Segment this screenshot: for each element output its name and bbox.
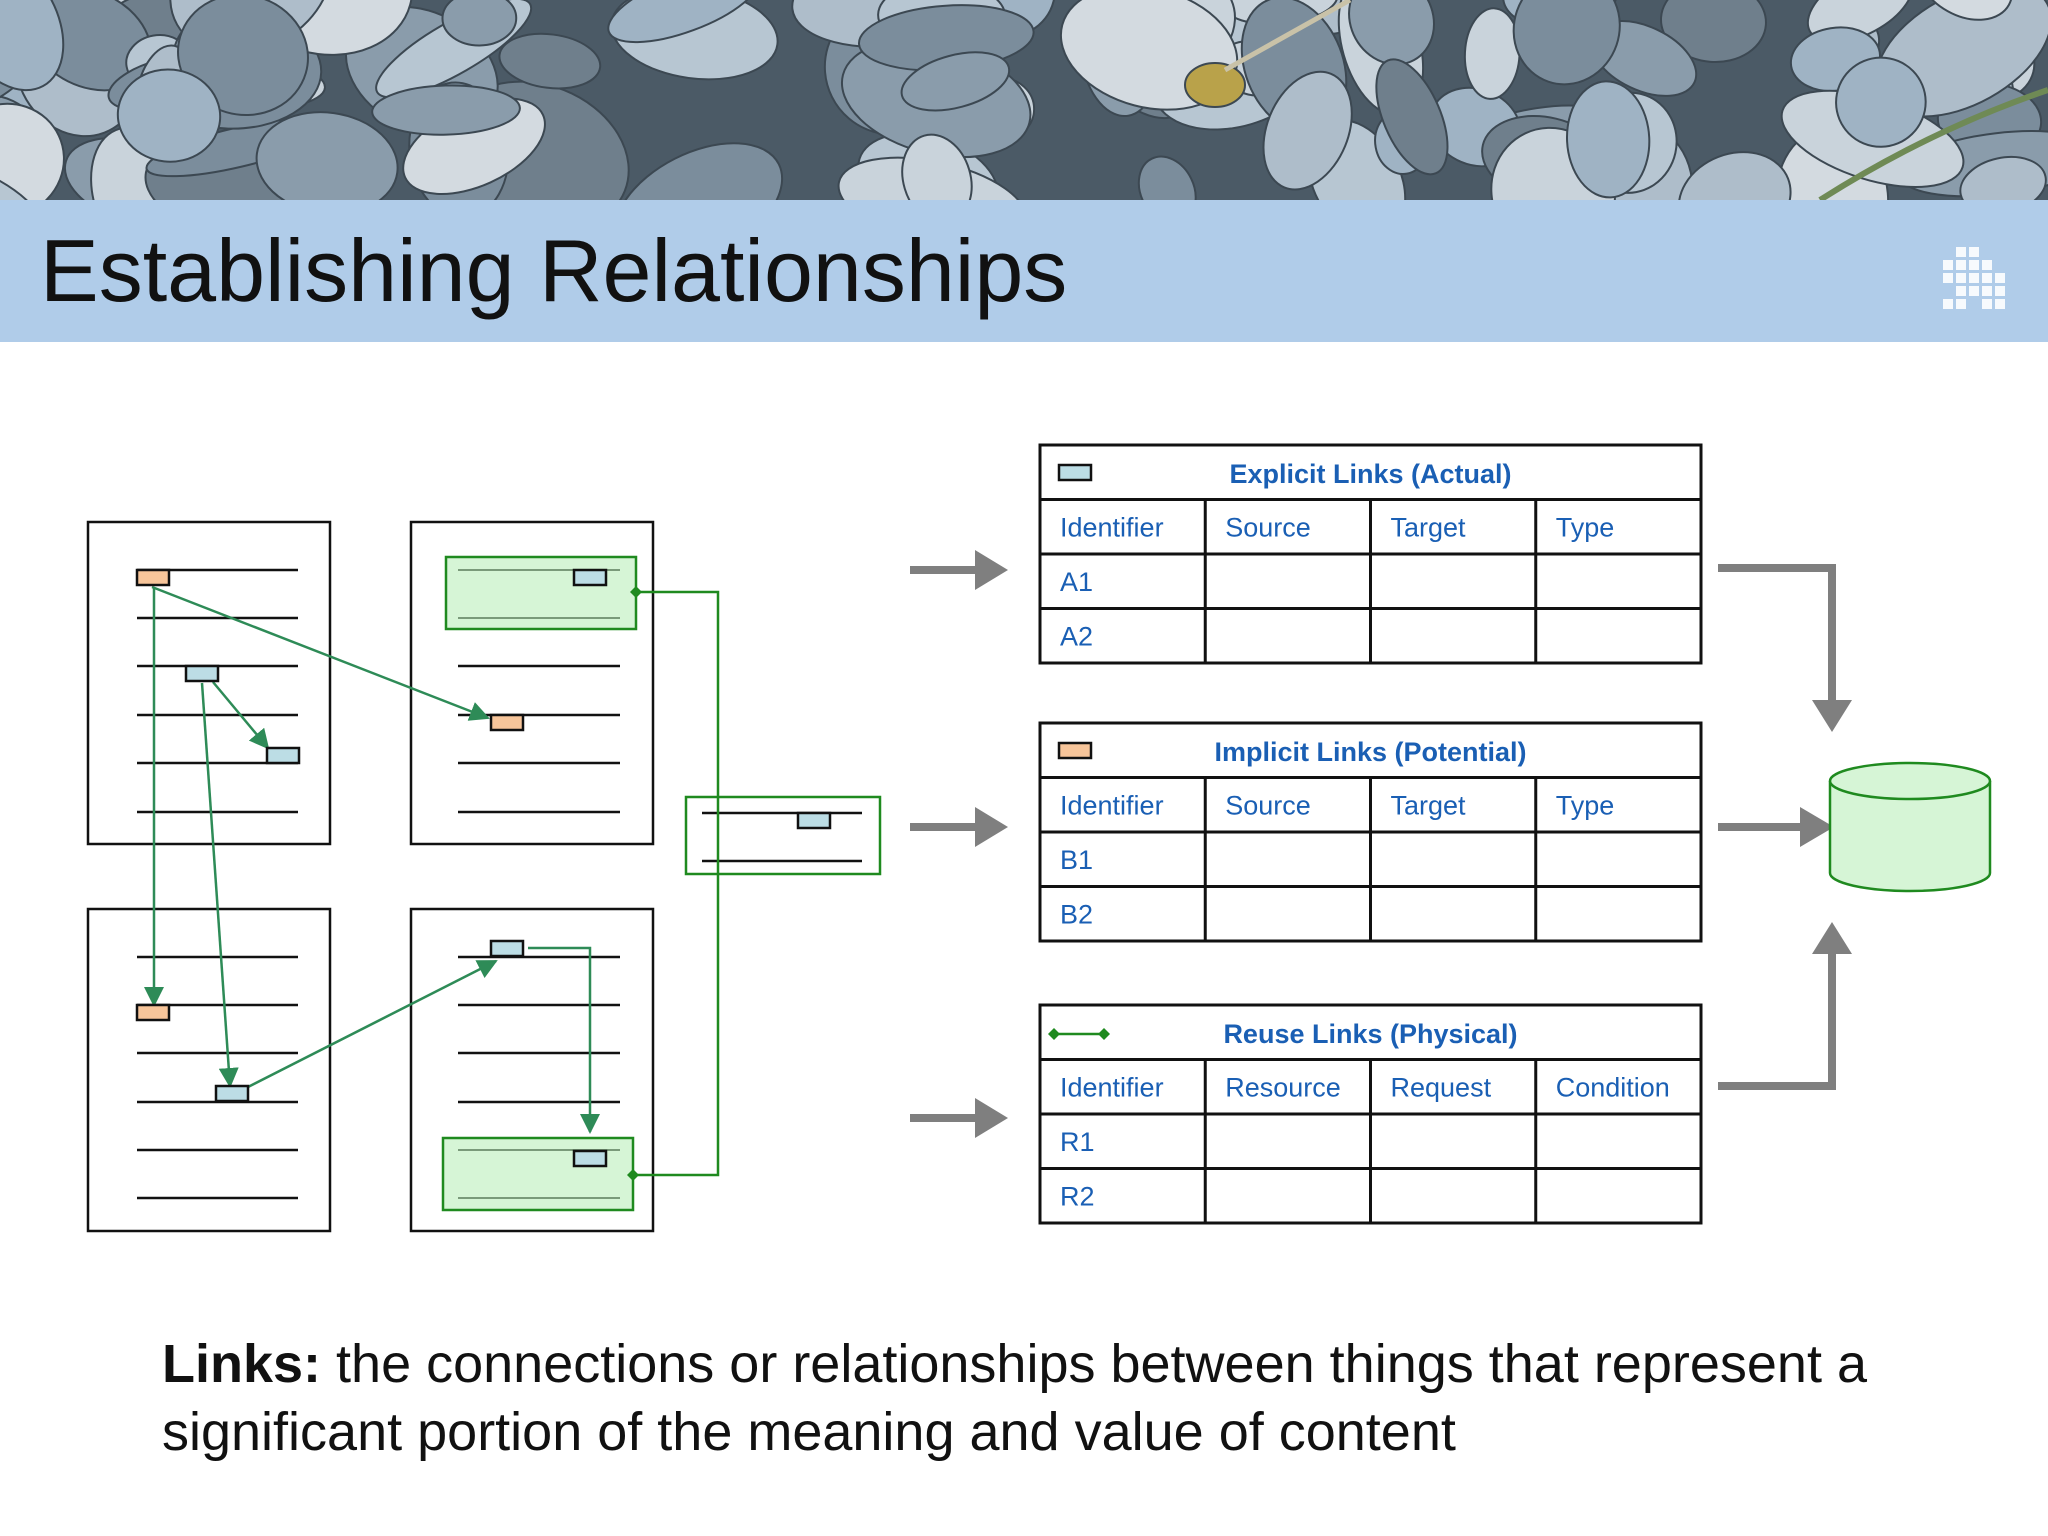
reuse-block — [441, 1136, 635, 1212]
table-column-header: Condition — [1556, 1073, 1670, 1103]
title-bar: Establishing Relationships — [0, 200, 2048, 342]
implicit-marker-icon — [489, 713, 525, 732]
explicit-marker-icon — [214, 1084, 250, 1103]
caption-definition: the connections or relationships between… — [162, 1334, 1867, 1462]
reuse-block — [444, 555, 638, 631]
arrow-right-icon — [910, 807, 1008, 847]
link-table: Reuse Links (Physical) Identifier Resource… — [1038, 1003, 1703, 1225]
dot-grid-logo-icon — [1943, 247, 2005, 309]
document-text-lines — [458, 955, 620, 1104]
table-title: Implicit Links (Potential) — [1214, 737, 1526, 767]
explicit-marker-icon — [265, 746, 301, 765]
reuse-diamond-icon — [627, 1169, 639, 1181]
link-table: Implicit Links (Potential) Identifier Sour… — [1038, 721, 1703, 943]
table-cell: A1 — [1060, 567, 1093, 597]
table-title: Reuse Links (Physical) — [1223, 1019, 1517, 1049]
table-cell: R2 — [1060, 1182, 1095, 1212]
reuse-link-icon — [1048, 1028, 1110, 1040]
table-column-header: Type — [1556, 791, 1615, 821]
table-column-header: Resource — [1225, 1073, 1341, 1103]
document-icon — [86, 907, 332, 1233]
arrow-right-icon — [910, 1098, 1008, 1138]
table-column-header: Identifier — [1060, 1073, 1164, 1103]
arrow-up-icon — [1718, 922, 1852, 1090]
pebbles-image — [0, 0, 2048, 200]
table-title: Explicit Links (Actual) — [1229, 459, 1511, 489]
arrow-right-icon — [1718, 807, 1834, 847]
page-title: Establishing Relationships — [40, 221, 1068, 320]
explicit-marker-icon — [796, 811, 832, 830]
table-cell: B1 — [1060, 845, 1093, 875]
explicit-marker-icon — [184, 664, 220, 683]
link-arrow — [144, 585, 498, 1089]
table-column-header: Request — [1391, 1073, 1492, 1103]
link-arrow — [528, 946, 600, 1134]
table-cell: A2 — [1060, 622, 1093, 652]
link-table: Explicit Links (Actual) Identifier Source T… — [1038, 443, 1703, 665]
reuse-diamond-icon — [630, 586, 642, 598]
explicit-marker-icon — [572, 568, 608, 587]
table-cell: B2 — [1060, 900, 1093, 930]
caption: Links: the connections or relationships … — [162, 1330, 2012, 1466]
table-cell: R1 — [1060, 1127, 1095, 1157]
document-text-lines — [458, 664, 620, 814]
table-column-header: Target — [1391, 513, 1467, 543]
database-icon — [1828, 761, 1992, 893]
table-column-header: Source — [1225, 791, 1311, 821]
table-column-header: Identifier — [1060, 513, 1164, 543]
table-column-header: Type — [1556, 513, 1615, 543]
banner-photo — [0, 0, 2048, 200]
implicit-marker-icon — [1057, 741, 1093, 760]
arrow-down-icon — [1718, 564, 1852, 732]
shared-component-block — [684, 795, 882, 876]
explicit-marker-icon — [1057, 463, 1093, 482]
table-column-header: Target — [1391, 791, 1467, 821]
explicit-marker-icon — [572, 1149, 608, 1168]
table-column-header: Identifier — [1060, 791, 1164, 821]
explicit-marker-icon — [489, 939, 525, 958]
implicit-marker-icon — [135, 568, 171, 587]
table-column-header: Source — [1225, 513, 1311, 543]
arrow-right-icon — [910, 550, 1008, 590]
implicit-marker-icon — [135, 1003, 171, 1022]
caption-term: Links: — [162, 1334, 322, 1394]
reuse-link-connector — [633, 590, 720, 1177]
